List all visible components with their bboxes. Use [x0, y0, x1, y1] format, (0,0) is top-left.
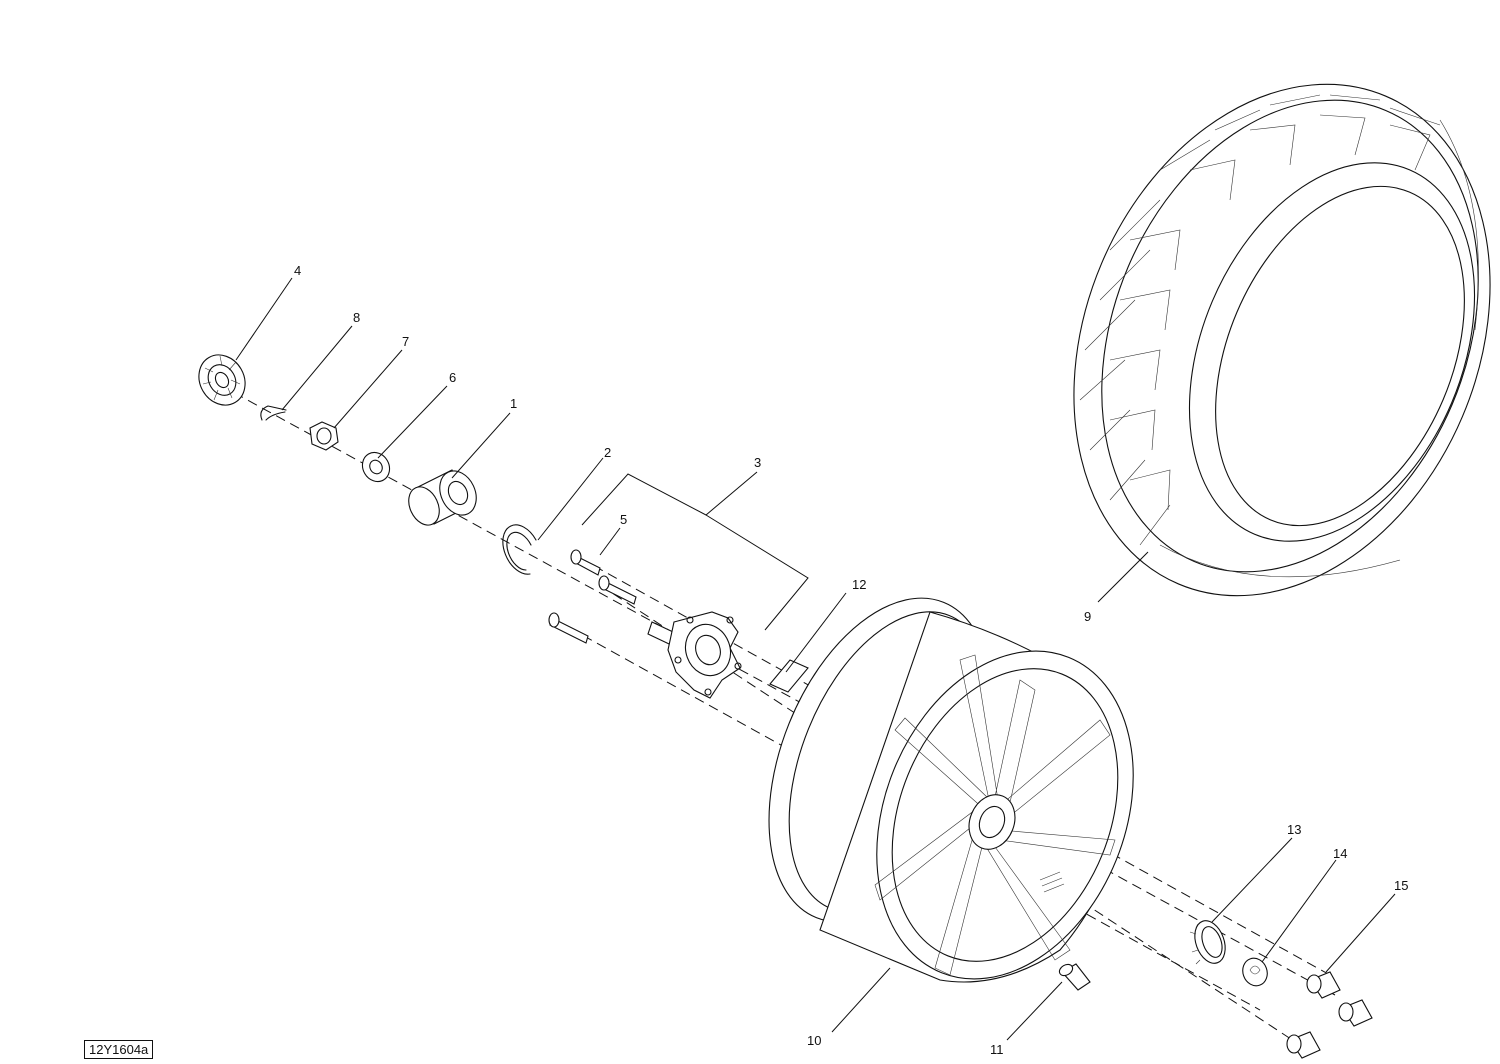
- callout-6: 6: [449, 370, 456, 385]
- figure-reference-code: 12Y1604a: [84, 1040, 154, 1059]
- part-8-cotter-pin: [260, 405, 287, 421]
- part-3-hub: [647, 611, 742, 699]
- part-15-lug-nuts: [1286, 971, 1373, 1059]
- part-2-circlip: [502, 524, 537, 575]
- callout-15: 15: [1394, 878, 1408, 893]
- part-7-hex-nut: [309, 421, 339, 451]
- callout-7: 7: [402, 334, 409, 349]
- callout-11: 11: [990, 1042, 1004, 1057]
- part-5-studs: [548, 549, 637, 644]
- callout-labels: 1 2 3 4 5 6 7 8 9 10 11 12 13 14 15: [294, 263, 1408, 1057]
- leader-lines: [235, 277, 1396, 1041]
- callout-10: 10: [807, 1033, 821, 1048]
- callout-4: 4: [294, 263, 301, 278]
- callout-14: 14: [1333, 846, 1347, 861]
- part-13-center-ring: [1189, 920, 1226, 965]
- callout-8: 8: [353, 310, 360, 325]
- callout-9: 9: [1084, 609, 1091, 624]
- part-11-valve-stem: [1058, 963, 1091, 991]
- callout-5: 5: [620, 512, 627, 527]
- part-10-rim: [768, 597, 1134, 983]
- part-14-emblem: [1242, 957, 1268, 987]
- callout-12: 12: [852, 577, 866, 592]
- part-4-nut-cap: [198, 354, 246, 406]
- part-9-tire: [1073, 83, 1491, 597]
- callout-2: 2: [604, 445, 611, 460]
- part-1-bearing: [408, 469, 477, 526]
- callout-1: 1: [510, 396, 517, 411]
- callout-13: 13: [1287, 822, 1301, 837]
- part-6-washer: [361, 451, 391, 483]
- callout-3: 3: [754, 455, 761, 470]
- part-12-weight: [769, 659, 809, 693]
